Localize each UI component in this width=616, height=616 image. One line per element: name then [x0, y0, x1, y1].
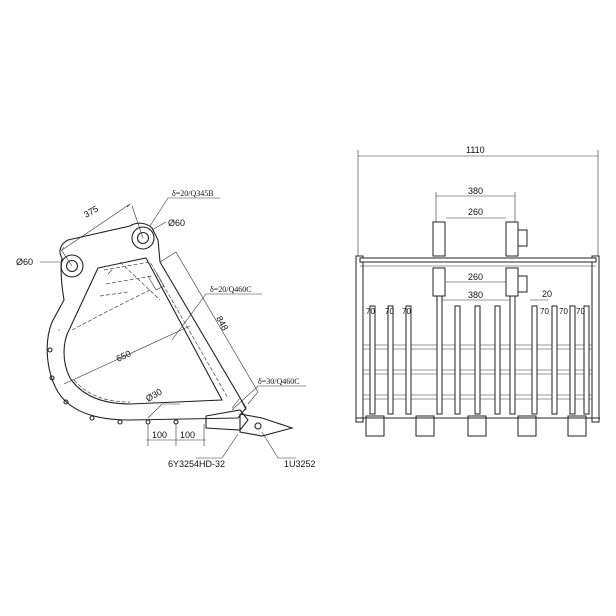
hole-spacing-label-1: 100	[152, 430, 167, 440]
mounting-ears	[432, 221, 528, 297]
tine-spacing-1: 70	[366, 307, 375, 316]
plate-tip-label: δ=30/Q460C	[258, 377, 300, 386]
dim-375-label: 375	[82, 204, 100, 220]
pin-diameter-left-label: Ø60	[16, 257, 33, 267]
adapter-part-label: 6Y3254HD-32	[168, 459, 225, 469]
plate-side-label: δ=20/Q345B	[172, 189, 214, 198]
pin-hole-top	[136, 231, 150, 245]
pin-hole-left	[65, 259, 79, 273]
hole-spacing-label-2: 100	[180, 430, 195, 440]
dim-1110-line	[357, 150, 599, 262]
tooth	[239, 413, 294, 437]
bucket-rib-dashed	[71, 261, 229, 403]
tine-spacing-3: 70	[402, 307, 411, 316]
ear-outer-bottom-label: 380	[468, 290, 483, 300]
pin-diameter-top-label: Ø60	[168, 218, 185, 228]
tines	[369, 295, 590, 415]
dim-848-line	[159, 251, 259, 405]
right-side-post	[591, 255, 600, 423]
left-side-post	[355, 255, 364, 423]
tine-spacing-4: 70	[540, 307, 549, 316]
ear-inner-top-label: 260	[468, 207, 483, 217]
tooth-part-label: 1U3252	[284, 459, 316, 469]
plate-bottom-label: δ=20/Q460C	[210, 285, 252, 294]
bottom-teeth	[356, 415, 600, 437]
tine-spacing-6: 70	[576, 307, 585, 316]
dim-ear-380-top	[435, 192, 516, 222]
dim-375-line	[59, 203, 144, 267]
side-holes	[47, 347, 179, 425]
dim-hole-spacing	[146, 424, 206, 446]
pin-boss-top	[131, 226, 155, 250]
bucket-inner-contour	[63, 257, 223, 405]
hole-diameter-label: Ø30	[144, 387, 164, 404]
ear-inner-bottom-label: 260	[468, 272, 483, 282]
front-view: 1110 380 260 260 380 20	[355, 145, 600, 437]
dim-848-label: 848	[214, 314, 230, 332]
ear-outer-top-label: 380	[468, 186, 483, 196]
tooth-pin	[254, 422, 262, 430]
dim-650-label: 650	[115, 348, 133, 363]
dim-1110-label: 1110	[466, 145, 485, 155]
dim-650-line	[63, 325, 191, 385]
pin-boss-left	[60, 254, 84, 278]
tooth-adapter	[205, 409, 249, 431]
top-cross-bar	[359, 257, 597, 263]
bucket-top-detail	[58, 269, 165, 331]
tine-spacing-5: 70	[559, 307, 568, 316]
tine-spacing-2: 70	[385, 307, 394, 316]
side-view: 375 Ø60 Ø60 δ=20/Q345B δ=20/Q460C 848 65…	[16, 189, 316, 469]
bucket-outline	[46, 222, 247, 421]
bar-gap-label: 20	[542, 289, 552, 299]
